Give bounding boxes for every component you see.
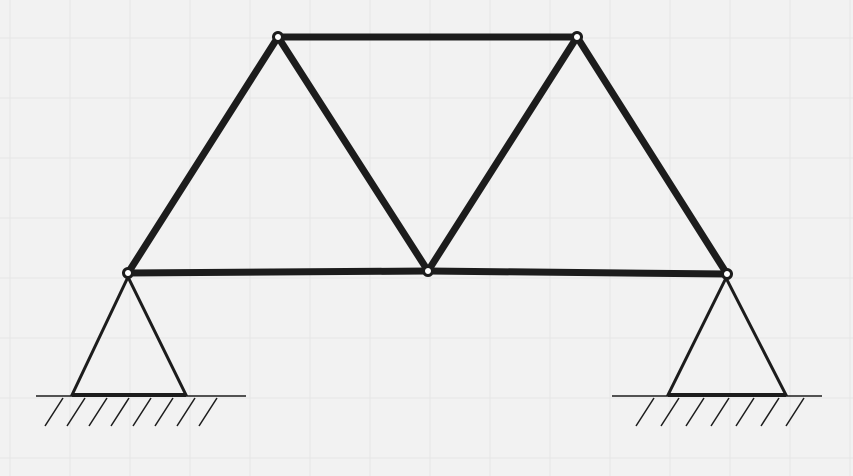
- truss-members: [124, 33, 731, 278]
- ground-hatch-stroke: [198, 397, 218, 427]
- support-left: [36, 273, 246, 427]
- ground-hatch-stroke: [735, 397, 755, 427]
- ground-hatch-stroke: [66, 397, 86, 427]
- ground-hatch-stroke: [785, 397, 805, 427]
- member-DB: [274, 33, 432, 275]
- ground-hatch-stroke: [154, 397, 174, 427]
- joint-A: [122, 267, 134, 279]
- member-AB: [124, 267, 432, 277]
- member-AD: [124, 33, 282, 277]
- support-right-triangle: [665, 274, 789, 397]
- ground-hatch-stroke: [660, 397, 680, 427]
- joint-C: [721, 268, 733, 280]
- joint-D: [272, 31, 284, 43]
- ground-hatch-stroke: [44, 397, 64, 427]
- ground-hatch-stroke: [760, 397, 780, 427]
- ground-hatch-stroke: [176, 397, 196, 427]
- member-EC: [573, 33, 731, 278]
- member-BE: [424, 33, 581, 275]
- ground-hatch-stroke: [635, 397, 655, 427]
- ground-hatch-stroke: [132, 397, 152, 427]
- joint-E: [571, 31, 583, 43]
- ground-hatch-stroke: [88, 397, 108, 427]
- ground-left-hatching: [44, 397, 218, 427]
- support-left-triangle: [69, 273, 189, 397]
- joint-B: [422, 265, 434, 277]
- truss-joints: [122, 31, 733, 280]
- support-right: [612, 274, 822, 427]
- ground-hatch-stroke: [685, 397, 705, 427]
- ground-right-hatching: [635, 397, 805, 427]
- member-BC: [424, 267, 731, 278]
- ground-hatch-stroke: [110, 397, 130, 427]
- ground-hatch-stroke: [710, 397, 730, 427]
